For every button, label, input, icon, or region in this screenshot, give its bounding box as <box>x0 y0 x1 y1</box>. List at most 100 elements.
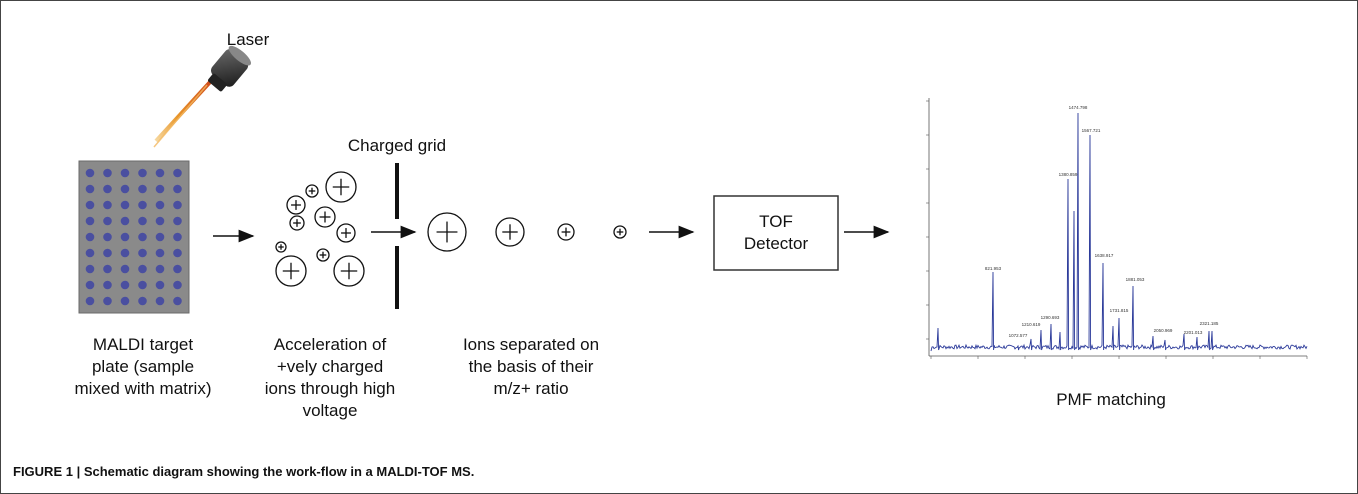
plate-well <box>138 280 147 290</box>
plate-well <box>138 168 147 178</box>
peak-label: 2321.185 <box>1200 321 1219 326</box>
plate-well <box>85 168 95 178</box>
plate-well <box>85 280 95 290</box>
plate-well <box>138 200 147 210</box>
plate-well <box>138 232 147 242</box>
step-label-separation: Ions separated on the basis of their m/z… <box>441 334 621 400</box>
step-text: +vely charged <box>276 357 384 376</box>
plate-well <box>120 248 130 258</box>
plate-well <box>138 264 147 274</box>
plate-well <box>173 248 182 258</box>
plate-well <box>173 216 182 226</box>
ion-plus-icon <box>495 217 525 247</box>
peak-label: 1731.815 <box>1110 308 1129 313</box>
step-label-target-plate: MALDI target plate (sample mixed with ma… <box>53 334 233 400</box>
peak-label: 1881.053 <box>1126 277 1145 282</box>
plate-well <box>120 184 130 194</box>
tof-label-2: Detector <box>744 234 809 253</box>
plate-well <box>103 280 112 290</box>
plate-well <box>155 280 165 290</box>
ion-plus-icon <box>325 171 357 203</box>
step-text: MALDI target <box>92 335 194 354</box>
plate-well <box>155 200 165 210</box>
ion-plus-icon <box>289 215 305 231</box>
separated-ions <box>427 212 627 252</box>
peak-label: 2201.013 <box>1184 330 1203 335</box>
peak-label: 1072.577 <box>1009 333 1028 338</box>
peak-label: 1567.721 <box>1082 128 1101 133</box>
peak-label: 1210.619 <box>1022 322 1041 327</box>
ion-plus-icon <box>316 248 330 262</box>
plate-well <box>155 232 165 242</box>
plate-well <box>85 248 95 258</box>
maldi-target-plate <box>78 160 190 314</box>
plate-well <box>103 216 112 226</box>
ion-plus-icon <box>333 255 365 287</box>
ion-plus-icon <box>427 212 467 252</box>
step-text: the basis of their <box>468 357 594 376</box>
peak-label: 2050.969 <box>1154 328 1173 333</box>
plate-well <box>103 296 112 306</box>
step-text: voltage <box>302 401 358 420</box>
plate-well <box>103 168 112 178</box>
plate-well <box>103 232 112 242</box>
plate-well <box>173 296 182 306</box>
laser-label: Laser <box>227 30 270 49</box>
tof-detector-box <box>713 195 839 271</box>
step-label-acceleration: Acceleration of +vely charged ions throu… <box>245 334 415 422</box>
charged-grid-label: Charged grid <box>348 136 446 155</box>
ion-plus-icon <box>286 195 306 215</box>
plate-well <box>155 216 165 226</box>
plate-well <box>103 248 112 258</box>
laser-icon <box>153 45 252 148</box>
plate-well <box>120 216 130 226</box>
plate-well <box>120 280 130 290</box>
plate-well <box>120 200 130 210</box>
plate-well <box>173 280 182 290</box>
plate-well <box>103 200 112 210</box>
plate-well <box>120 296 130 306</box>
plate-well <box>85 264 95 274</box>
plate-well <box>120 168 130 178</box>
plate-well <box>155 184 165 194</box>
plate-well <box>173 264 182 274</box>
plate-well <box>85 200 95 210</box>
step-text: plate (sample <box>91 357 195 376</box>
step-text: Ions separated on <box>462 335 600 354</box>
plate-well <box>103 184 112 194</box>
plate-well <box>173 232 182 242</box>
ion-plus-icon <box>336 223 356 243</box>
plate-well <box>85 232 95 242</box>
step-text: ions through high <box>264 379 396 398</box>
peak-label: 1474.798 <box>1069 105 1088 110</box>
mass-spectrum: 821.9531072.5771210.6191290.6931380.8591… <box>913 89 1309 371</box>
plate-well <box>173 184 182 194</box>
plate-well <box>138 216 147 226</box>
plate-well <box>120 232 130 242</box>
step-text: mixed with matrix) <box>74 379 212 398</box>
peak-label: 1290.693 <box>1041 315 1060 320</box>
peak-label: 1380.859 <box>1059 172 1078 177</box>
ion-plus-icon <box>557 223 575 241</box>
ion-plus-icon <box>275 241 287 253</box>
plate-well <box>103 264 112 274</box>
step-text: PMF matching <box>1056 390 1166 409</box>
figure-caption: FIGURE 1 | Schematic diagram showing the… <box>13 464 475 479</box>
plate-well <box>173 200 182 210</box>
plate-well <box>155 168 165 178</box>
ion-plus-icon <box>613 225 627 239</box>
plate-well <box>138 184 147 194</box>
ion-plus-icon <box>314 206 336 228</box>
plate-well <box>85 216 95 226</box>
ion-plus-icon <box>305 184 319 198</box>
plate-well <box>120 264 130 274</box>
plate-well <box>138 248 147 258</box>
tof-label-1: TOF <box>759 212 793 231</box>
step-text: m/z+ ratio <box>493 379 569 398</box>
step-label-pmf: PMF matching <box>1021 389 1201 411</box>
ion-cluster <box>275 171 365 287</box>
plate-well <box>155 296 165 306</box>
step-text: Acceleration of <box>273 335 387 354</box>
